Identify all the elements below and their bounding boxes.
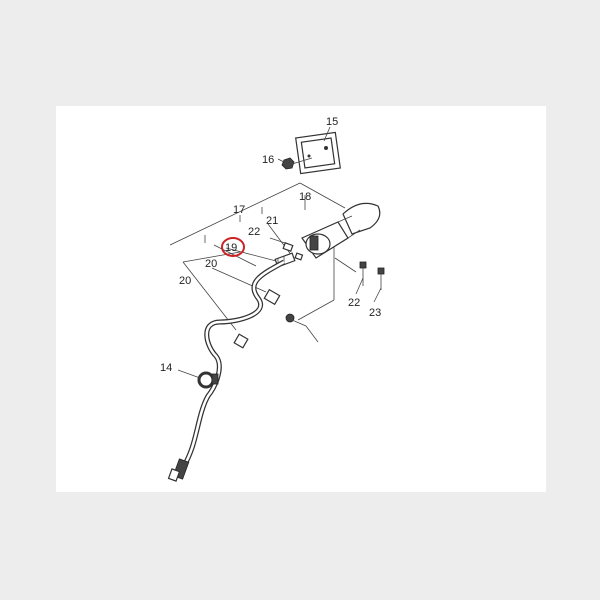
- callout-20-b: 20: [179, 275, 191, 287]
- part-14-clamp: [197, 371, 219, 389]
- end-connector: [167, 458, 190, 482]
- part-15-lens: [295, 131, 341, 175]
- callout-19: 19: [225, 242, 237, 254]
- callout-21-a: 21: [266, 215, 278, 227]
- part-16-nut: [281, 157, 313, 170]
- part-20-connectors: [233, 288, 281, 349]
- wire-harness: [177, 259, 286, 476]
- part-23-bolt: [285, 313, 319, 343]
- callout-22-b: 23: [369, 307, 381, 319]
- part-18-housing: [301, 202, 381, 259]
- part-22-screws: [355, 261, 385, 303]
- callout-16: 16: [262, 154, 274, 166]
- highlight-ring-19: [221, 237, 245, 257]
- callout-21-b: 22: [248, 226, 260, 238]
- callout-22-a: 22: [348, 297, 360, 309]
- part-21-bulbs: [282, 242, 304, 261]
- callout-17: 17: [233, 204, 245, 216]
- callout-bracket-lines: [169, 182, 357, 331]
- callout-20-a: 20: [205, 258, 217, 270]
- callout-15: 15: [326, 116, 338, 128]
- callout-18: 18: [299, 191, 311, 203]
- callout-14: 14: [160, 362, 172, 374]
